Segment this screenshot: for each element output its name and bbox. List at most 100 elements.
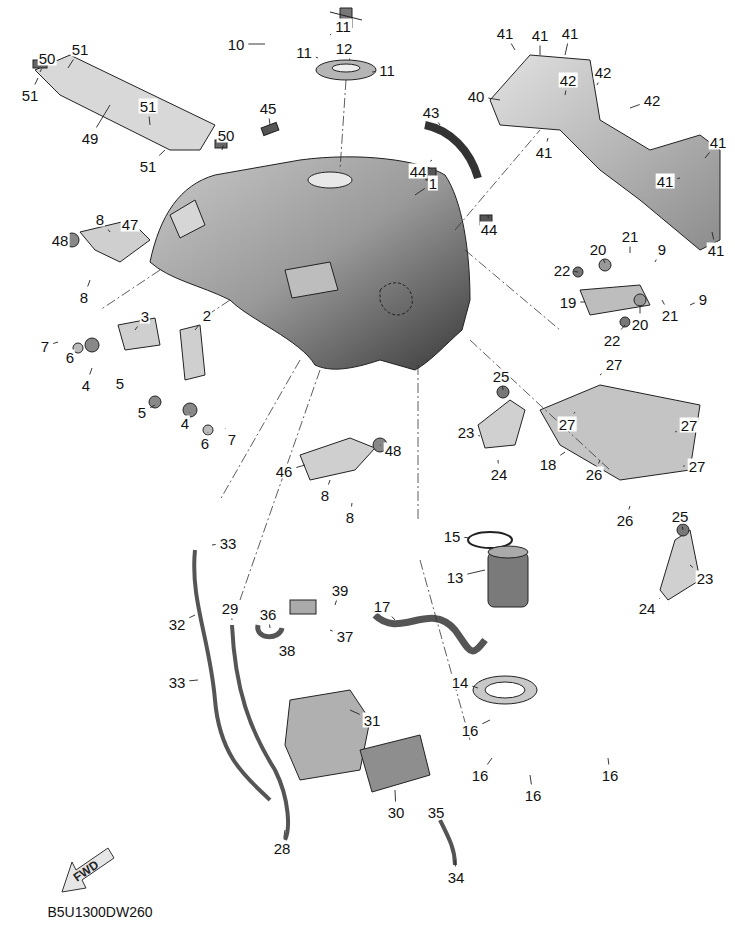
callout-number: 22 [603,333,622,348]
direction-label: FWD [71,858,102,885]
callout-number: 33 [219,536,238,551]
leader-line [150,405,155,408]
callout-number: 11 [378,63,396,78]
callout-number: 41 [656,174,675,189]
callout-number: 8 [345,510,355,525]
leader-line [430,160,432,161]
leader-line [464,537,470,539]
callout-number: 12 [335,41,354,56]
callout-number: 23 [696,571,715,586]
callout-number: 19 [559,295,578,310]
leader-line [467,570,485,574]
leader-line [351,503,353,507]
callout-number: 4 [180,416,190,431]
leader-line [629,506,630,510]
callout-number: 9 [698,292,708,307]
leader-line [662,300,664,305]
callout-number: 27 [680,418,699,433]
callout-number: 41 [531,28,550,43]
leader-line [677,178,680,180]
leader-line [712,232,714,240]
callout-number: 42 [594,65,613,80]
callout-number: 11 [334,19,352,34]
leader-line [478,435,480,437]
leader-line [690,303,695,305]
callout-number: 13 [446,570,465,585]
callout-number: 24 [638,601,657,616]
leader-line [372,71,375,72]
callout-number: 47 [121,217,140,232]
leader-line [599,460,601,464]
leader-line [502,387,504,391]
callout-number: 37 [336,629,355,644]
callout-number: 24 [490,467,509,482]
callout-number: 6 [65,350,75,365]
callout-number: 16 [524,788,543,803]
callout-number: 26 [616,513,635,528]
callout-number: 41 [709,135,728,150]
callout-number: 40 [467,89,486,104]
leader-line [149,117,151,126]
leader-line [690,565,693,568]
leader-line [195,325,199,330]
callout-number: 39 [331,583,350,598]
leader-line [96,105,110,128]
leader-line [488,215,489,219]
callout-number: 42 [559,73,578,88]
callout-number: 4 [81,378,91,393]
leader-line [189,615,195,618]
callout-number: 25 [492,369,511,384]
callout-number: 32 [168,617,187,632]
leader-line [560,452,565,455]
leader-line [395,790,397,802]
callout-number: 41 [496,26,515,41]
callout-number: 48 [384,443,403,458]
callout-number: 50 [38,51,57,66]
leader-line [330,630,333,631]
callout-number: 51 [21,88,40,103]
forward-arrow [62,848,114,892]
leader-line [380,445,382,446]
leader-line [682,527,684,531]
leader-line [207,432,208,434]
callout-number: 30 [387,805,406,820]
callout-number: 16 [461,723,480,738]
callout-number: 8 [320,488,330,503]
callout-number: 17 [373,599,392,614]
callout-number: 33 [168,675,187,690]
callout-number: 49 [81,131,100,146]
leader-line [580,302,585,303]
leader-line [455,860,456,867]
callout-number: 5 [115,376,125,391]
callout-number: 38 [278,643,297,658]
leader-line [189,680,198,682]
drawing-code: B5U1300DW260 [46,905,153,919]
leader-line [269,119,271,126]
leader-line [498,460,499,464]
leader-line [565,91,567,96]
callout-number: 18 [539,457,558,472]
callout-number: 27 [558,417,577,432]
callout-number: 31 [363,713,382,728]
leader-line [135,327,138,331]
callout-number: 41 [707,243,726,258]
leader-line [212,544,216,546]
callout-number: 3 [140,309,150,324]
callout-number: 22 [553,263,572,278]
callout-number: 7 [40,339,50,354]
leader-line [329,480,331,485]
callout-number: 46 [275,464,294,479]
leader-line [40,69,42,73]
callout-number: 6 [200,436,210,451]
leader-line [159,150,165,156]
leader-line [597,83,598,86]
leader-line [488,98,500,100]
leader-line [108,230,110,233]
leader-line [225,428,226,430]
leader-line [316,57,318,59]
leader-line [392,617,395,621]
leader-line [574,271,578,273]
leader-line [269,625,271,629]
